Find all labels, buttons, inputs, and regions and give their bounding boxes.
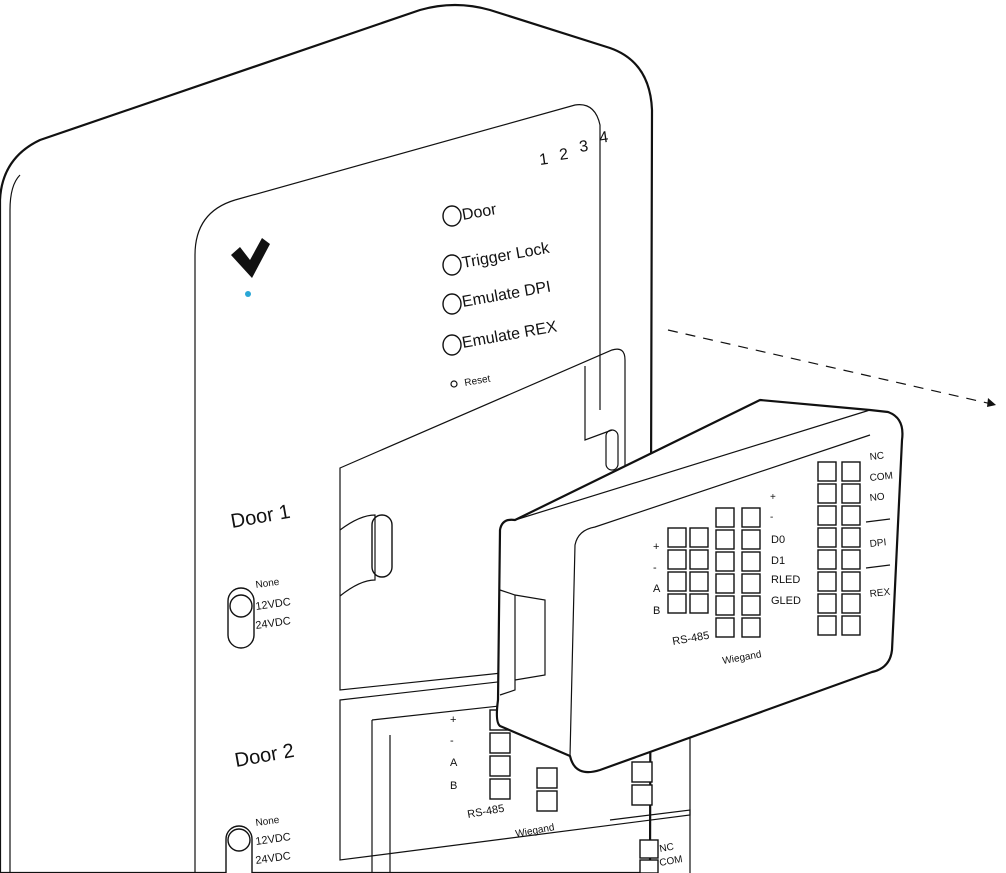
button-icon[interactable] xyxy=(442,205,462,227)
channel-number: 2 xyxy=(558,146,569,164)
pin-label: - xyxy=(450,735,454,747)
channel-number: 3 xyxy=(578,138,589,156)
controller-panel xyxy=(0,3,654,873)
button-label: Door xyxy=(461,201,499,224)
rs485-terminal-block xyxy=(667,527,709,614)
pin-label: - xyxy=(770,512,773,523)
pin-label: NO xyxy=(869,491,885,504)
voltage-option: None xyxy=(255,577,281,591)
pin-label: A xyxy=(450,757,458,769)
voltage-option: 24VDC xyxy=(255,615,292,632)
reset-button[interactable]: Reset xyxy=(450,374,492,389)
terminal-block xyxy=(489,709,653,812)
relay-terminal-block xyxy=(817,461,861,636)
button-icon[interactable] xyxy=(442,293,462,315)
door-1-bay xyxy=(339,348,626,691)
voltage-switch[interactable] xyxy=(225,825,253,873)
pin-label: D0 xyxy=(771,534,785,546)
door-button[interactable]: Door xyxy=(442,201,499,227)
input-label: REX xyxy=(869,587,891,600)
pin-label: COM xyxy=(659,854,684,869)
pin-label: - xyxy=(653,562,657,574)
wiegand-terminal-block xyxy=(715,507,761,638)
pin-label: B xyxy=(653,605,660,617)
checkmark-logo-icon xyxy=(231,238,270,278)
dashed-guide-arrow-icon xyxy=(667,329,997,407)
pin-label: NC xyxy=(869,451,885,463)
pin-label: + xyxy=(450,714,456,726)
channel-number: 4 xyxy=(598,129,609,147)
reset-label: Reset xyxy=(464,374,492,389)
pin-label: COM xyxy=(869,471,893,484)
input-label: DPI xyxy=(869,537,887,550)
pin-label: NC xyxy=(659,842,675,855)
pin-label: + xyxy=(653,541,659,553)
pin-label: GLED xyxy=(771,595,801,607)
pin-label: RLED xyxy=(771,574,800,586)
pin-label: D1 xyxy=(771,555,785,567)
voltage-switch[interactable] xyxy=(227,587,255,649)
channel-numbers: 1 2 3 4 xyxy=(538,129,609,169)
pin-label: + xyxy=(770,492,776,503)
module-terminals: + - A B RS-485 + - D0 D1 RLED GLED Wiega… xyxy=(653,451,894,667)
status-led-icon xyxy=(245,291,251,297)
terminal-block xyxy=(639,839,659,873)
pin-label: B xyxy=(450,780,457,792)
voltage-option: None xyxy=(255,815,281,829)
channel-number: 1 xyxy=(538,151,549,169)
door-2-terminals: + - A B RS-485 Wiegand NC COM xyxy=(450,709,684,873)
pin-label: A xyxy=(653,583,661,595)
voltage-option: 12VDC xyxy=(255,596,292,613)
button-icon[interactable] xyxy=(442,334,462,356)
button-icon[interactable] xyxy=(442,254,462,276)
voltage-option: 12VDC xyxy=(255,831,292,848)
voltage-option: 24VDC xyxy=(255,850,292,867)
reset-pinhole-icon[interactable] xyxy=(450,380,458,388)
